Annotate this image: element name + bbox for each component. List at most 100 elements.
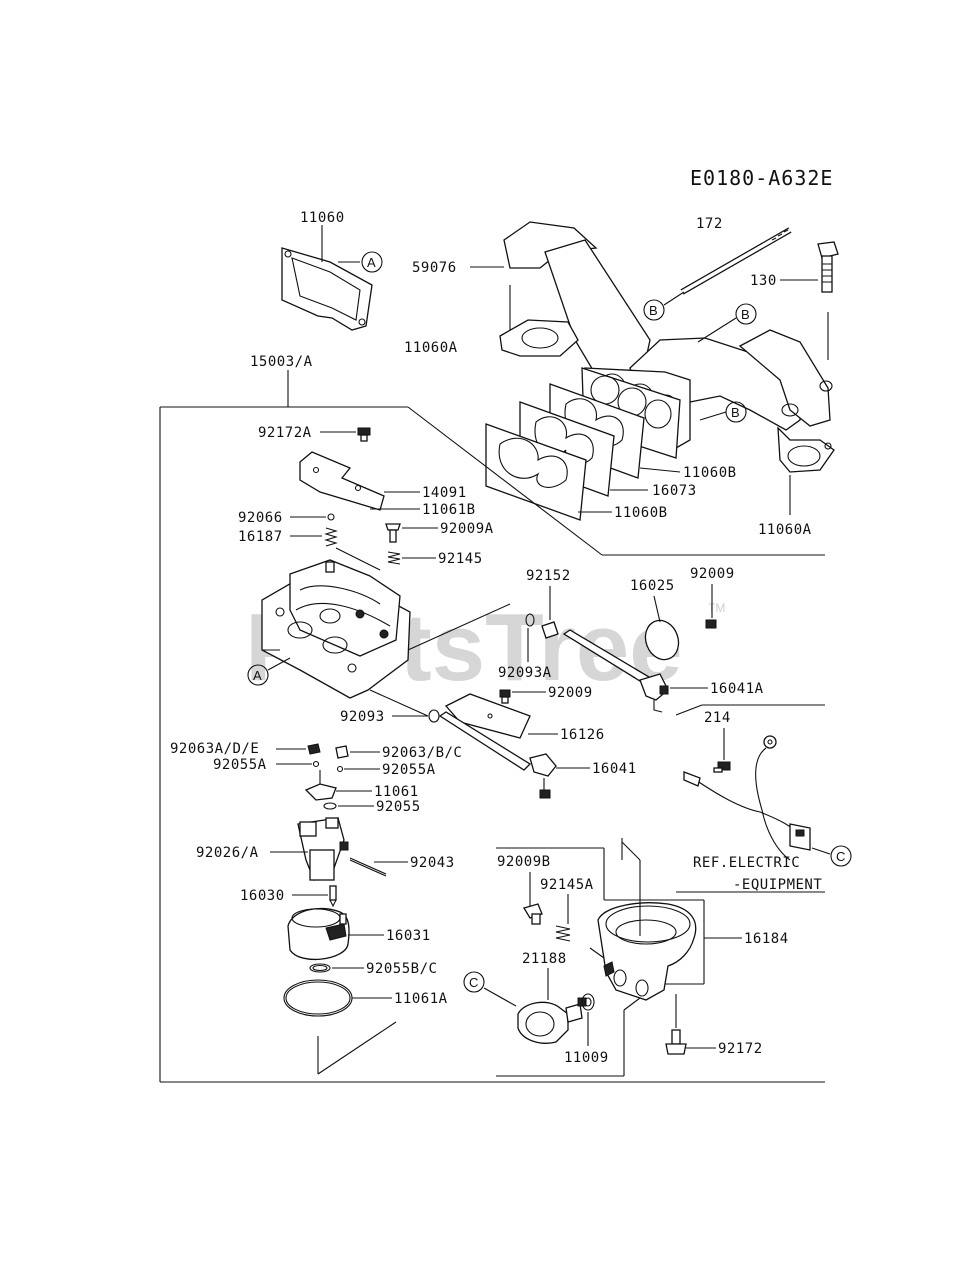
bushing-92152 — [541, 621, 559, 639]
screw-92009-lower — [499, 689, 511, 704]
label-11060a-top: 11060A — [404, 340, 458, 356]
gasket-11060a-right — [777, 426, 835, 473]
seal-92093 — [428, 709, 440, 723]
oring-92055a-left — [312, 760, 320, 768]
label-130: 130 — [750, 273, 777, 289]
label-11060: 11060 — [300, 210, 345, 226]
frame-lines — [159, 370, 825, 1083]
spring-92145 — [387, 551, 401, 565]
label-11009: 11009 — [564, 1050, 609, 1066]
float-bowl-16031 — [287, 907, 350, 961]
callout-c-right: C — [830, 845, 852, 867]
oring-92055a-right — [336, 765, 344, 773]
screw-92009-upper — [705, 619, 717, 629]
label-16126: 16126 — [560, 727, 605, 743]
label-92152: 92152 — [526, 568, 571, 584]
throttle-body-16184 — [597, 902, 697, 1001]
label-16041a: 16041A — [710, 681, 764, 697]
seal-92093a — [525, 613, 535, 627]
label-92063bc: 92063/B/C — [382, 745, 462, 761]
flange-gasket-59076 — [499, 319, 579, 357]
screw-92009a — [385, 523, 401, 543]
spring-16187 — [324, 527, 338, 547]
label-15003a: 15003/A — [250, 354, 313, 370]
throttle-plate-16025 — [644, 619, 680, 661]
label-16187: 16187 — [238, 529, 283, 545]
spring-92145a — [555, 925, 571, 942]
ref-electric-line2: -EQUIPMENT — [733, 877, 822, 893]
screw-92063bc — [335, 745, 349, 759]
svg-text:A: A — [253, 668, 262, 683]
label-11061a: 11061A — [394, 991, 448, 1007]
label-92063ade: 92063A/D/E — [170, 741, 259, 757]
label-11060a-right: 11060A — [758, 522, 812, 538]
label-92009-1: 92009 — [690, 566, 735, 582]
svg-text:C: C — [836, 849, 845, 864]
screw-92063ade — [307, 743, 321, 755]
leader-11061a — [317, 1021, 397, 1075]
gasket-11060 — [281, 247, 373, 331]
watermark-trademark: TM — [708, 601, 725, 615]
label-92009a: 92009A — [440, 521, 494, 537]
label-92009b: 92009B — [497, 854, 551, 870]
label-16030: 16030 — [240, 888, 285, 904]
ref-electric-line1: REF.ELECTRIC — [693, 855, 800, 871]
choke-shaft-16041 — [438, 711, 557, 799]
svg-text:B: B — [741, 307, 750, 322]
spacer-11060b — [485, 423, 587, 521]
label-16073: 16073 — [652, 483, 697, 499]
screw-92009b — [523, 903, 543, 925]
oring-92055bc — [309, 963, 331, 973]
label-214: 214 — [704, 710, 731, 726]
carburetor-body — [261, 559, 411, 699]
svg-text:B: B — [731, 405, 740, 420]
label-16031: 16031 — [386, 928, 431, 944]
callout-a-top: A — [361, 251, 383, 273]
label-16025: 16025 — [630, 578, 675, 594]
label-92026a: 92026/A — [196, 845, 259, 861]
label-11061: 11061 — [374, 784, 419, 800]
bolt-130 — [817, 241, 839, 293]
label-92043: 92043 — [410, 855, 455, 871]
callout-a-left: A — [247, 664, 269, 686]
label-21188: 21188 — [522, 951, 567, 967]
callout-b-3: B — [725, 401, 747, 423]
label-11060b-1: 11060B — [683, 465, 737, 481]
label-92172: 92172 — [718, 1041, 763, 1057]
needle-16030 — [329, 885, 337, 908]
throttle-shaft-16041a — [562, 629, 669, 713]
svg-text:A: A — [367, 255, 376, 270]
label-92055: 92055 — [376, 799, 421, 815]
label-92145: 92145 — [438, 551, 483, 567]
label-14091: 14091 — [422, 485, 467, 501]
svg-text:C: C — [469, 975, 478, 990]
label-92093a: 92093A — [498, 665, 552, 681]
solenoid-21188 — [517, 997, 587, 1044]
svg-text:B: B — [649, 303, 658, 318]
label-11060b-2: 11060B — [614, 505, 668, 521]
oring-92055 — [323, 802, 337, 810]
bolt-214 — [713, 761, 731, 773]
label-92055bc: 92055B/C — [366, 961, 437, 977]
callout-b-2: B — [735, 303, 757, 325]
screw-92172a — [357, 427, 371, 442]
ground-harness — [683, 735, 811, 861]
label-92009-2: 92009 — [548, 685, 593, 701]
label-92145a: 92145A — [540, 877, 594, 893]
label-92055a-2: 92055A — [382, 762, 436, 778]
washer-11009 — [581, 993, 595, 1011]
stud-172 — [680, 227, 792, 295]
bracket-14091 — [299, 451, 385, 511]
label-59076: 59076 — [412, 260, 457, 276]
label-92066: 92066 — [238, 510, 283, 526]
diagram-code: E0180-A632E — [690, 166, 833, 190]
label-11061b: 11061B — [422, 502, 476, 518]
label-92172a: 92172A — [258, 425, 312, 441]
label-172: 172 — [696, 216, 723, 232]
gasket-11061 — [304, 770, 337, 801]
float-92026a — [297, 817, 349, 881]
label-92093: 92093 — [340, 709, 385, 725]
label-16041: 16041 — [592, 761, 637, 777]
pin-92043 — [349, 857, 387, 877]
